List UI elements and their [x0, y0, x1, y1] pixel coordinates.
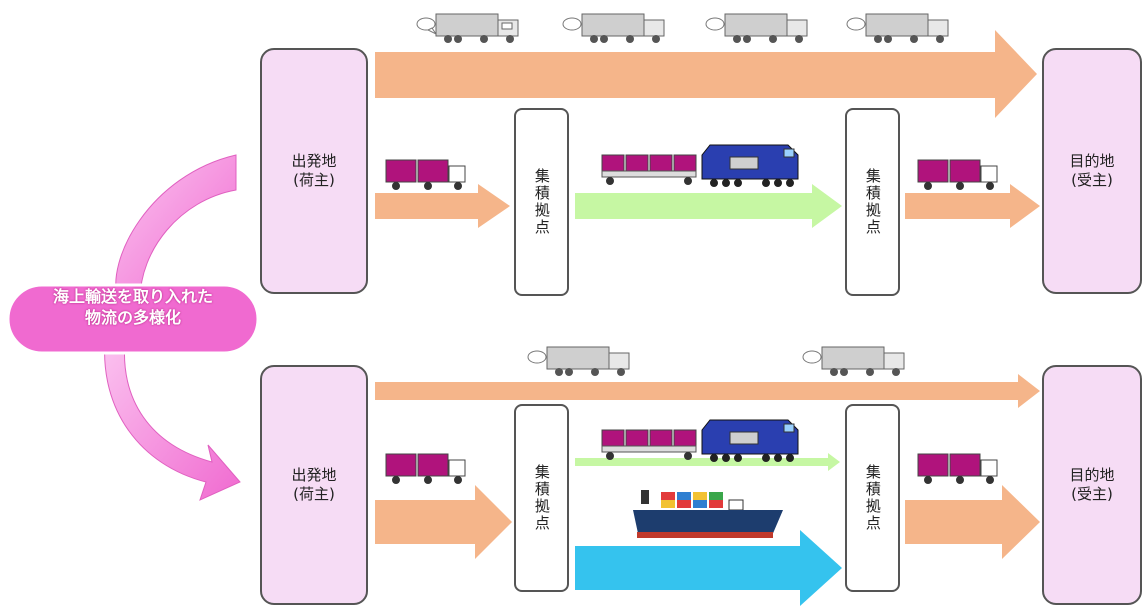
- top-hub-to-dest-arrow: [905, 184, 1040, 228]
- container-truck-icon: [917, 159, 998, 190]
- long-haul-truck-icon: [416, 13, 519, 43]
- bottom-truck-to-hub-arrow: [375, 485, 512, 559]
- top-truck-to-hub-arrow: [375, 184, 510, 228]
- bottom-origin-label: 出発地 (荷主): [291, 466, 337, 503]
- top-destination-label: 目的地 (受主): [1069, 152, 1115, 189]
- top-road-arrow: [375, 30, 1037, 118]
- callout-curve-arrow: [115, 154, 237, 301]
- bottom-destination-label: 目的地 (受主): [1069, 466, 1115, 503]
- top-origin-label: 出発地 (荷主): [291, 152, 337, 189]
- top-rail-arrow: [575, 184, 842, 228]
- container-truck-icon: [385, 453, 466, 484]
- top-hub-right-label: 集積拠点: [863, 168, 882, 236]
- callout-bubble: [6, 283, 260, 355]
- long-haul-truck-icon: [527, 346, 630, 376]
- bottom-rail-arrow: [575, 453, 840, 471]
- bottom-hub-left-label: 集積拠点: [532, 464, 551, 532]
- bottom-origin-box: 出発地 (荷主): [260, 365, 368, 605]
- bottom-hub-right-label: 集積拠点: [863, 464, 882, 532]
- top-hub-right: 集積拠点: [845, 108, 900, 296]
- bottom-hub-right: 集積拠点: [845, 404, 900, 592]
- container-truck-icon: [917, 453, 998, 484]
- freight-train-icon: [601, 419, 799, 462]
- top-origin-box: 出発地 (荷主): [260, 48, 368, 294]
- bottom-destination-box: 目的地 (受主): [1042, 365, 1142, 605]
- bottom-road-arrow: [375, 374, 1040, 408]
- top-hub-left-label: 集積拠点: [532, 168, 551, 236]
- long-haul-truck-icon: [705, 13, 808, 43]
- bottom-hub-left: 集積拠点: [514, 404, 569, 592]
- bottom-hub-to-dest-arrow: [905, 485, 1040, 559]
- container-ship-icon: [633, 490, 783, 538]
- container-truck-icon: [385, 159, 466, 190]
- long-haul-truck-icon: [802, 346, 905, 376]
- bottom-sea-arrow: [575, 530, 842, 606]
- callout-text: 海上輸送を取り入れた 物流の多様化: [52, 287, 213, 327]
- long-haul-truck-icon: [846, 13, 949, 43]
- freight-train-icon: [601, 144, 799, 187]
- top-hub-left: 集積拠点: [514, 108, 569, 296]
- top-destination-box: 目的地 (受主): [1042, 48, 1142, 294]
- long-haul-truck-icon: [562, 13, 665, 43]
- callout-curve-arrow-bottom: [104, 339, 241, 501]
